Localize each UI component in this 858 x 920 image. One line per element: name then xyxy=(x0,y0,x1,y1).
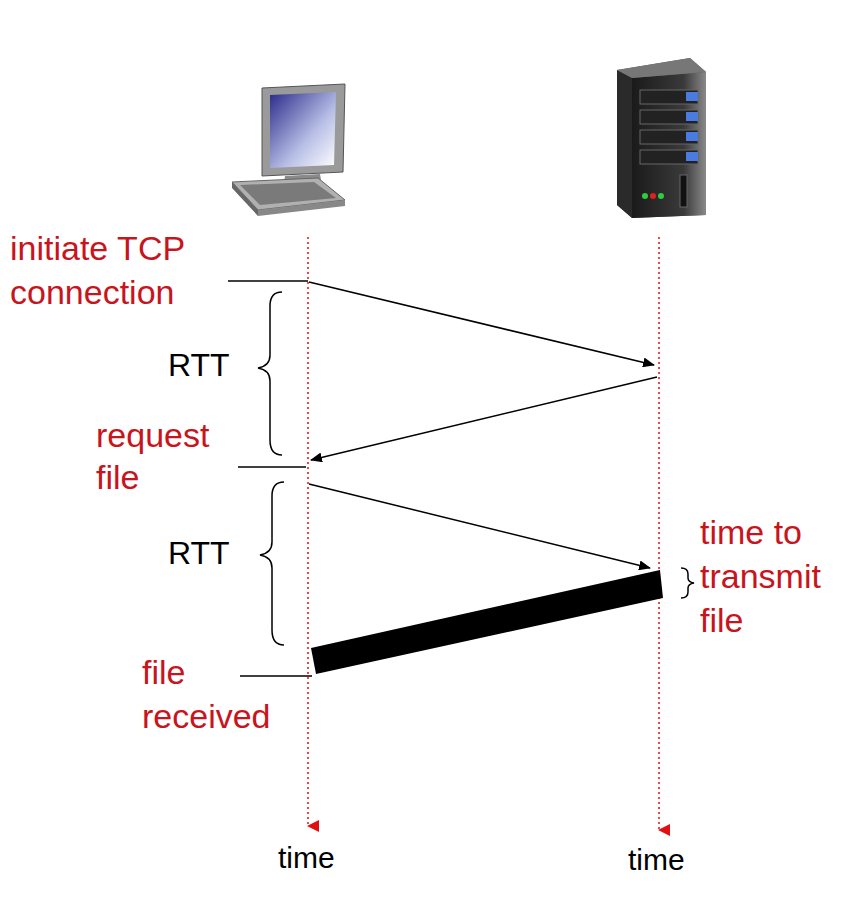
time-axis-label: time xyxy=(278,840,378,876)
time-axis-label: time xyxy=(628,842,728,878)
transmit-brace xyxy=(681,568,694,598)
file-transfer-band xyxy=(311,570,663,674)
synack-arrow xyxy=(311,377,657,460)
rtt-brace xyxy=(258,292,282,455)
tick-line xyxy=(238,466,306,468)
client-computer-icon xyxy=(232,84,345,216)
request-arrow xyxy=(309,484,650,568)
event-label: request file xyxy=(96,414,256,498)
rtt-label: RTT xyxy=(168,345,263,385)
syn-arrow xyxy=(309,282,654,365)
client-timeline xyxy=(307,237,309,826)
tick-line xyxy=(240,675,312,677)
tick-line xyxy=(228,280,308,282)
server-timeline xyxy=(658,237,660,830)
event-label: file received xyxy=(142,650,312,738)
rtt-label: RTT xyxy=(168,533,263,573)
transmit-label: time to transmit file xyxy=(700,510,854,642)
server-icon xyxy=(617,58,706,218)
rtt-brace xyxy=(260,482,284,645)
event-label: initiate TCP connection xyxy=(10,226,232,314)
